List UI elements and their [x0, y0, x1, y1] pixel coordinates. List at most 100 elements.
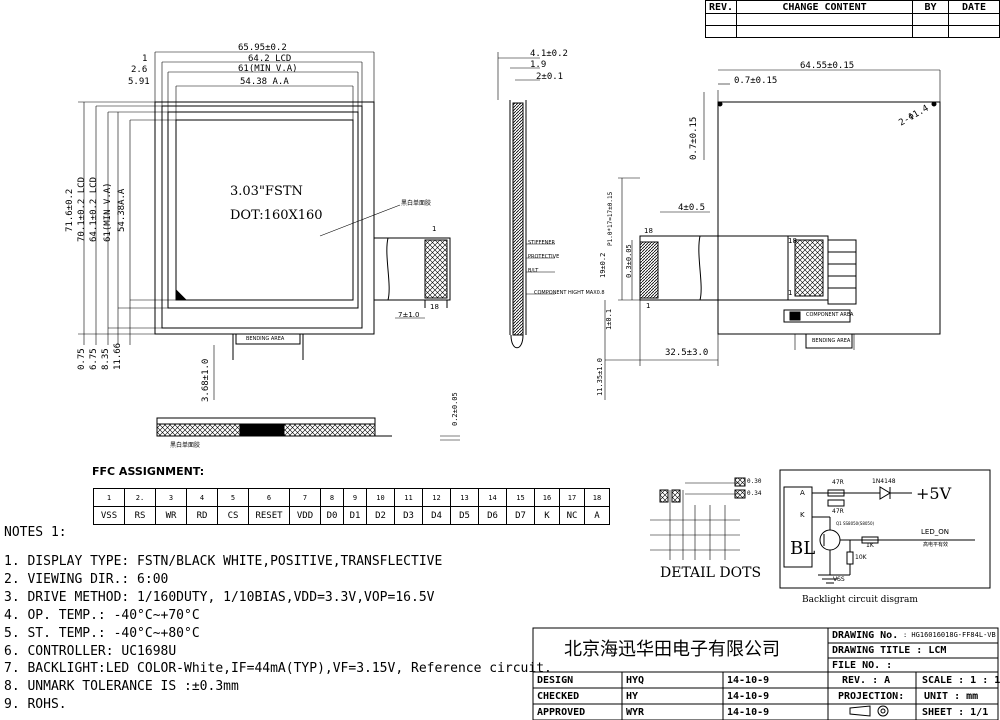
ffc-pin-number: 17	[559, 488, 585, 507]
ffc-pin-signal: VDD	[289, 506, 321, 525]
ffc-pin-number: 12	[422, 488, 451, 507]
note-item: 4. OP. TEMP.: -40°C~+70°C	[4, 607, 200, 623]
ffc-pin-signal: D1	[343, 506, 367, 525]
vss-label: VSS	[833, 576, 845, 583]
polarizer-label: 黑白单面胶	[401, 200, 432, 207]
note-item: 6. CONTROLLER: UC1698U	[4, 643, 177, 659]
rear-dim-hole-x: 0.7±0.15	[734, 76, 778, 86]
ffc-pin-signal: CS	[217, 506, 249, 525]
ffc-pin-number: 9	[343, 488, 367, 507]
ffc-title: FFC ASSIGNMENT:	[92, 465, 205, 478]
callout-component: COMPONENT HIGHT MAX0.8	[534, 290, 605, 296]
design-name: HYQ	[626, 675, 645, 686]
rear-bending-area-label: BENDING AREA	[812, 338, 851, 344]
dim-va-height: 61(MIN V.A)	[103, 182, 113, 242]
ffc-pin-number: 3	[155, 488, 187, 507]
ffc-pin-signal: WR	[155, 506, 187, 525]
file-no: FILE NO. :	[832, 660, 893, 671]
dot-label: DOT:160X160	[230, 208, 323, 223]
ffc-pin-signal: D3	[394, 506, 423, 525]
ffc-pin-signal: D7	[506, 506, 535, 525]
ffc-pin-number: 13	[450, 488, 479, 507]
rear-dim-19: 19±0.2	[599, 252, 607, 278]
rear-dim-11-35: 11.35±1.0	[596, 358, 604, 396]
company-name: 北京海迅华田电子有限公司	[564, 639, 780, 660]
dim-lcd-width: 64.2 LCD	[248, 54, 292, 64]
dim-offset-1: 1	[142, 54, 148, 64]
dim-lcd-height-2: 64.1±0.2 LCD	[89, 176, 99, 242]
title-block	[532, 627, 999, 720]
resistor-47r-1: 47R	[832, 479, 844, 486]
dim-bottom-0-75: 0.75	[77, 348, 87, 370]
led-on-label: LED_ON	[921, 528, 949, 536]
ffc-pin-signal: D5	[450, 506, 479, 525]
ffc-pin-number: 5	[217, 488, 249, 507]
rear-dim-4: 4±0.5	[678, 203, 706, 213]
resistor-10k: 10K	[855, 554, 867, 561]
resistor-47r-2: 47R	[832, 508, 844, 515]
rear-dim-32-5: 32.5±3.0	[665, 348, 709, 358]
ffc-pin-number: 10	[366, 488, 395, 507]
rear-outline	[717, 101, 941, 335]
side-dim-2: 2±0.1	[536, 72, 564, 82]
date-header: DATE	[948, 0, 1000, 14]
dim-bottom-8-35: 8.35	[101, 348, 111, 370]
ffc-pin-signal: RS	[124, 506, 156, 525]
ffc-pin-signal: D2	[366, 506, 395, 525]
ffc-pin-number: 15	[506, 488, 535, 507]
ffc-pin-signal: RD	[186, 506, 218, 525]
rear-dim-pitch: P1.0*17=17±0.15	[607, 191, 614, 246]
ffc-pin-signal: VSS	[93, 506, 125, 525]
rear-dim-1: 1±0.1	[605, 308, 613, 330]
active-area	[175, 119, 354, 301]
design-date: 14-10-9	[727, 675, 770, 686]
ffc-pin-number: 1	[93, 488, 125, 507]
dim-offset-5-91: 5.91	[128, 77, 150, 87]
component-area-label: COMPONENT AREA	[806, 312, 854, 318]
rear-pin-18: 18	[644, 227, 653, 235]
dim-aa-height: 54.38A.A	[117, 188, 127, 232]
side-dim-thickness: 4.1±0.2	[530, 49, 568, 59]
callout-stiffener: STIFFENER	[528, 240, 555, 246]
note-item: 1. DISPLAY TYPE: FSTN/BLACK WHITE,POSITI…	[4, 554, 443, 569]
ffc-pin-number: 8	[320, 488, 344, 507]
ffc-pin-signal: K	[534, 506, 560, 525]
callout-protective: PROTECTIVE	[528, 254, 560, 260]
approved-role: APPROVED	[537, 707, 586, 718]
fpc-pin-18: 18	[430, 303, 439, 311]
section-dim: 0.2±0.05	[451, 392, 459, 426]
ffc-pin-number: 16	[534, 488, 560, 507]
detail-dim-2: 0.34	[747, 490, 762, 497]
backlight-box	[779, 469, 991, 589]
backlight-caption: Backlight circuit disgram	[802, 595, 918, 605]
section-tape-label: 黑白单面胶	[170, 442, 201, 449]
dim-lcd-height-1: 70.1±0.2 LCD	[77, 176, 87, 242]
vplus-label: +5V	[916, 484, 952, 503]
checked-role: CHECKED	[537, 691, 580, 702]
rear-dim-width: 64.55±0.15	[800, 61, 855, 71]
bl-pin-a: A	[800, 489, 805, 497]
connector-pin-18: 18	[788, 237, 797, 245]
connector-pin-1: 1	[788, 289, 793, 297]
rear-dim-hole-y: 0.7±0.15	[689, 116, 699, 160]
drawing-no-label: DRAWING No.	[832, 630, 899, 641]
dim-outline-width: 65.95±0.2	[238, 43, 287, 53]
ffc-pin-number: 14	[478, 488, 507, 507]
ffc-pin-number: 4	[186, 488, 218, 507]
dim-fpc-3-68: 3.68±1.0	[201, 358, 211, 402]
side-stack	[512, 102, 524, 336]
transistor-label: Q1 SS8050(S8050)	[836, 521, 875, 526]
detail-dots-label: DETAIL DOTS	[660, 565, 762, 581]
ffc-pin-signal: A	[584, 506, 610, 525]
dim-offset-2-6: 2.6	[131, 65, 148, 75]
drawing-no-value: : HG16016018G-FF84L-VB	[903, 631, 996, 639]
detail-dim-1: 0.30	[747, 478, 762, 485]
by-header: BY	[912, 0, 949, 14]
projection-label: PROJECTION:	[838, 691, 905, 702]
note-item: 5. ST. TEMP.: -40°C~+80°C	[4, 625, 200, 641]
note-item: 3. DRIVE METHOD: 1/160DUTY, 1/10BIAS,VDD…	[4, 589, 435, 605]
ffc-pin-number: 11	[394, 488, 423, 507]
